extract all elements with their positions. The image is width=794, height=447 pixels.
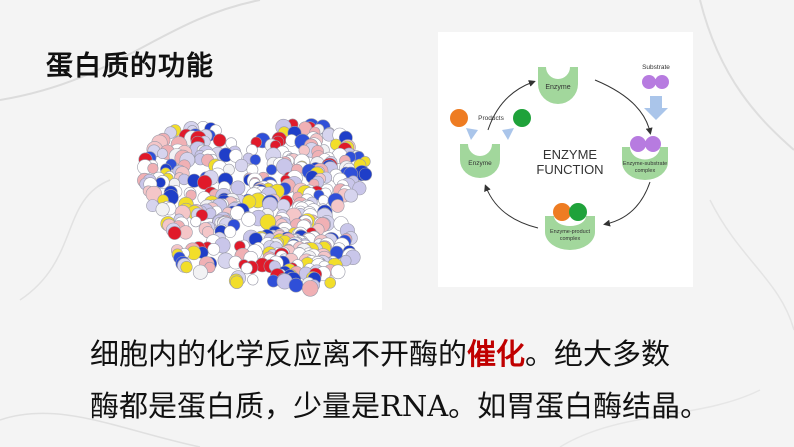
protein-model-image bbox=[120, 98, 382, 310]
diagram-heading-line1: ENZYME bbox=[543, 147, 598, 162]
protein-atom bbox=[212, 133, 227, 147]
protein-atom bbox=[234, 158, 249, 173]
protein-atom bbox=[192, 264, 208, 280]
protein-atom bbox=[190, 216, 202, 228]
substrate-molecule bbox=[655, 75, 669, 89]
protein-atom bbox=[157, 148, 168, 159]
protein-atom bbox=[330, 199, 345, 213]
protein-atom bbox=[249, 154, 261, 166]
substrate-molecule bbox=[645, 136, 661, 152]
enzyme-shape bbox=[538, 67, 578, 104]
cycle-arrow bbox=[484, 184, 539, 229]
body-line-2-start: 酶都是蛋白质，少量是 bbox=[90, 389, 381, 423]
product-molecule-orange bbox=[450, 109, 468, 127]
enzyme-shape bbox=[622, 147, 668, 180]
enzyme-cycle-svg: Enzyme Substrate Enzyme-substrate comple… bbox=[450, 64, 670, 250]
label-products: Products bbox=[478, 115, 504, 122]
cycle-arrow bbox=[487, 80, 536, 131]
protein-model-svg bbox=[137, 118, 373, 297]
product-molecule-orange bbox=[553, 203, 571, 221]
product-molecule-green bbox=[569, 203, 587, 221]
label-enzyme-left: Enzyme bbox=[468, 160, 492, 167]
cycle-arrow bbox=[603, 181, 651, 227]
protein-atom bbox=[230, 180, 246, 196]
highlight-catalysis: 催化 bbox=[467, 337, 526, 371]
protein-atom bbox=[228, 149, 243, 163]
protein-atom bbox=[358, 167, 373, 181]
cycle-arrow bbox=[594, 79, 653, 135]
body-line-2: 酶都是蛋白质，少量是RNA。如胃蛋白酶结晶。 bbox=[90, 380, 750, 432]
blue-arrow-up-left bbox=[466, 128, 478, 140]
protein-atom bbox=[302, 280, 319, 297]
body-line-1-end: 。绝大多数 bbox=[525, 337, 671, 371]
label-enzyme-top: Enzyme bbox=[545, 84, 570, 91]
protein-atom bbox=[330, 264, 346, 280]
label-enzyme-substrate: Enzyme-substrate bbox=[623, 161, 667, 167]
body-paragraph: 细胞内的化学反应离不开酶的催化。绝大多数 酶都是蛋白质，少量是RNA。如胃蛋白酶… bbox=[90, 328, 750, 432]
protein-atom bbox=[180, 261, 193, 274]
body-line-1: 细胞内的化学反应离不开酶的催化。绝大多数 bbox=[90, 328, 750, 380]
body-line-2-end: 。如胃蛋白酶结晶。 bbox=[448, 389, 710, 423]
protein-atom bbox=[247, 274, 259, 286]
protein-atom bbox=[266, 164, 278, 176]
substrate-molecule bbox=[630, 136, 646, 152]
protein-atom bbox=[223, 225, 237, 238]
enzyme-shape bbox=[460, 144, 500, 178]
blue-arrow-down bbox=[644, 96, 668, 120]
label-enzyme-product-complex: complex bbox=[560, 236, 581, 242]
slide-title: 蛋白质的功能 bbox=[46, 51, 214, 82]
substrate-molecule bbox=[642, 75, 656, 89]
protein-atom bbox=[241, 211, 257, 227]
protein-atom bbox=[324, 277, 336, 289]
label-enzyme-substrate-complex: complex bbox=[635, 168, 656, 174]
protein-atom bbox=[207, 243, 220, 256]
product-molecule-green bbox=[513, 109, 531, 127]
protein-atom bbox=[147, 162, 159, 174]
blue-arrow-up-right bbox=[502, 128, 514, 140]
enzyme-function-diagram: Enzyme Substrate Enzyme-substrate comple… bbox=[438, 32, 693, 287]
protein-atom bbox=[197, 174, 213, 190]
rna-text: RNA bbox=[380, 389, 449, 423]
diagram-heading-line2: FUNCTION bbox=[536, 162, 603, 177]
protein-atom bbox=[167, 226, 182, 240]
label-substrate: Substrate bbox=[642, 64, 670, 71]
body-line-1-start: 细胞内的化学反应离不开酶的 bbox=[90, 337, 468, 371]
protein-atom bbox=[155, 202, 170, 217]
protein-atom bbox=[344, 188, 358, 203]
enzyme-shape bbox=[545, 216, 595, 250]
protein-atom bbox=[241, 262, 253, 275]
label-enzyme-product: Enzyme-product bbox=[550, 229, 591, 235]
protein-atom bbox=[288, 277, 304, 293]
protein-atom bbox=[230, 275, 244, 289]
